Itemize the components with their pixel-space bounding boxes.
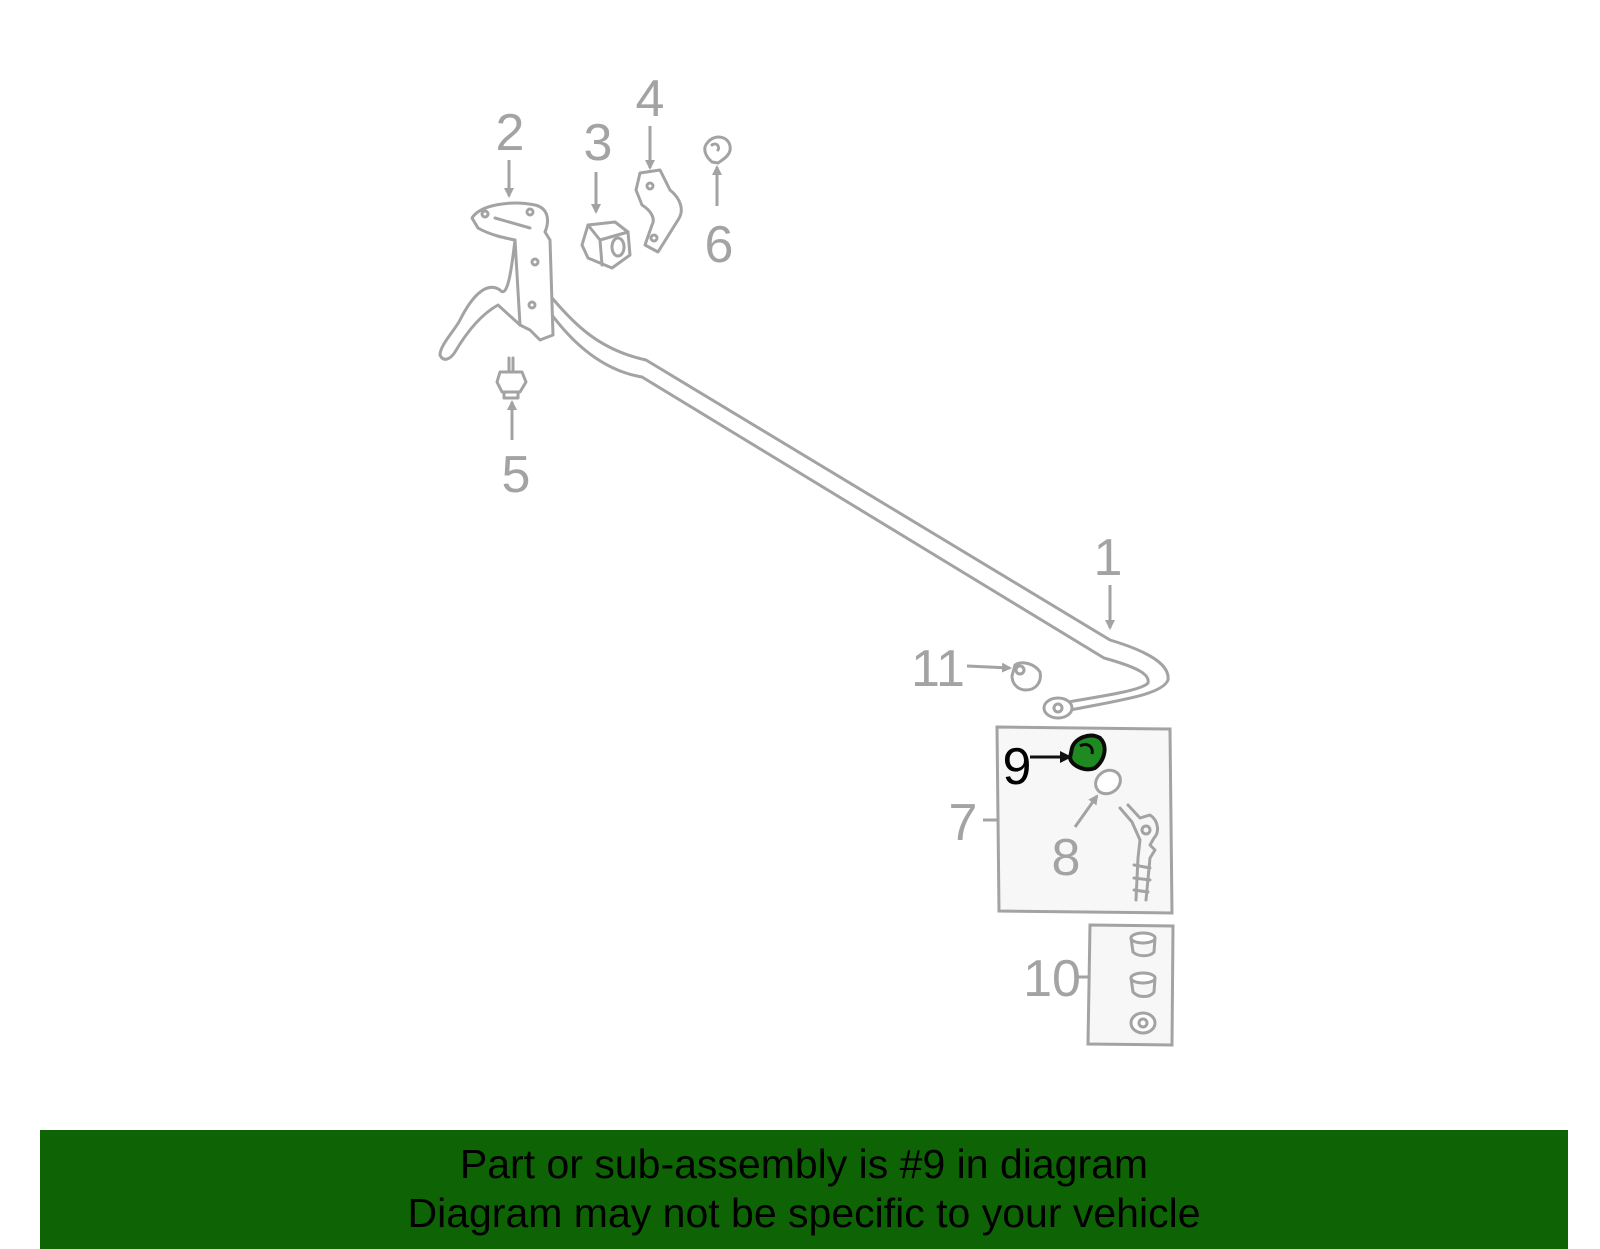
bushing-bottom <box>1129 1011 1157 1035</box>
callout-8: 8 <box>1052 829 1081 887</box>
highlighted-nut-part-9 <box>1067 733 1107 772</box>
bushing-top <box>1129 931 1157 958</box>
callout-4: 4 <box>636 70 665 128</box>
callout-5: 5 <box>502 446 531 504</box>
clamp-bracket-part <box>634 168 683 254</box>
callout-9: 9 <box>1003 738 1032 796</box>
stabilizer-bar <box>547 297 1170 720</box>
bracket-part <box>438 201 555 361</box>
parts-diagram: 2 3 4 6 5 1 11 7 8 9 10 <box>438 70 1175 1047</box>
callout-6: 6 <box>705 216 734 274</box>
bushing-middle <box>1129 971 1157 998</box>
bolt-part-6 <box>703 135 732 165</box>
callout-leaders <box>504 126 1115 828</box>
callout-10: 10 <box>1023 950 1081 1008</box>
bushing-part <box>580 220 632 270</box>
info-banner: Part or sub-assembly is #9 in diagram Di… <box>40 1130 1568 1249</box>
bushing-kit-box <box>1078 923 1175 1047</box>
bar-end-eye <box>1042 696 1074 720</box>
nut-part-11 <box>1010 661 1042 692</box>
banner-line-part: Part or sub-assembly is #9 in diagram <box>459 1141 1149 1187</box>
bolt-part-5 <box>495 356 528 400</box>
callout-2: 2 <box>496 104 525 162</box>
callout-11: 11 <box>911 640 965 698</box>
callout-3: 3 <box>584 114 613 172</box>
link-kit-box <box>983 725 1174 915</box>
callout-7: 7 <box>949 794 978 852</box>
washer-part-8 <box>1094 768 1122 796</box>
callout-1: 1 <box>1094 529 1123 587</box>
banner-line-disclaimer: Diagram may not be specific to your vehi… <box>407 1190 1201 1236</box>
